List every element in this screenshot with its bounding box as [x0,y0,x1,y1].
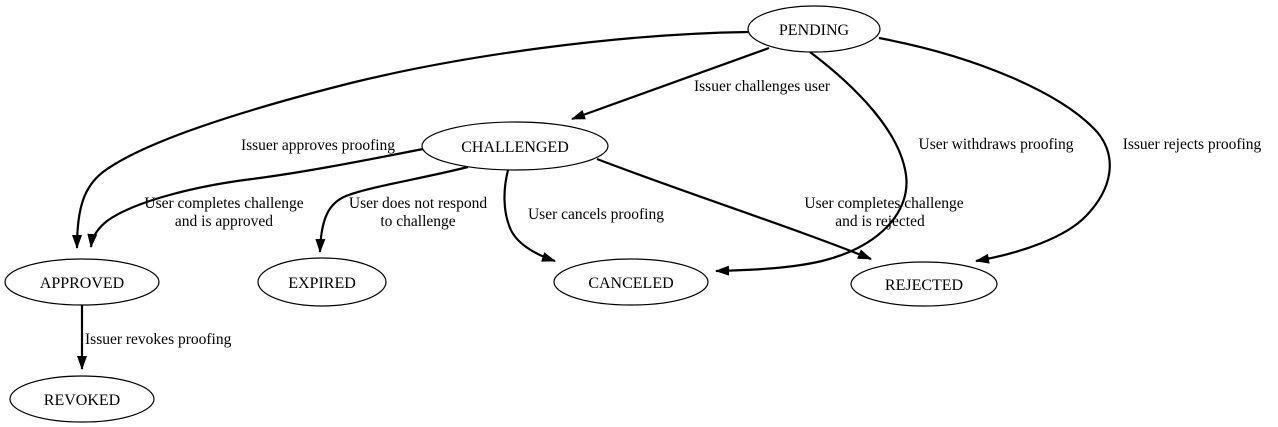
node-revoked: REVOKED [9,375,155,423]
edge-label-user-does-not-respond-line1: User does not respond [349,195,487,212]
edge-label-user-does-not-respond-line2: to challenge [380,213,455,230]
edge-label-user-completes-challenge-approved-line2: and is approved [175,213,273,230]
edge-pending-to-canceled [715,51,908,276]
edge-label-issuer-approves-proofing: Issuer approves proofing [241,137,395,154]
edge-challenged-to-rejected [596,157,872,261]
node-approved-label: APPROVED [40,275,124,292]
edge-label-user-completes-challenge-rejected-line2: and is rejected [835,213,925,230]
node-revoked-ellipse [9,375,155,423]
edge-challenged-to-canceled [503,169,556,263]
node-approved-ellipse [4,258,160,306]
node-rejected-label: REJECTED [885,277,963,294]
node-canceled-label: CANCELED [588,275,673,292]
node-pending-ellipse [747,5,881,53]
node-expired: EXPIRED [257,257,387,307]
node-rejected-ellipse [850,261,998,307]
node-approved: APPROVED [4,258,160,306]
edge-challenged-to-expired [315,165,469,253]
edge-label-user-withdraws-proofing: User withdraws proofing [919,136,1074,153]
edge-label-issuer-revokes-proofing: Issuer revokes proofing [85,331,232,348]
edge-label-user-completes-challenge-approved-line1: User completes challenge [144,195,303,212]
edge-label-issuer-rejects-proofing: Issuer rejects proofing [1123,136,1262,153]
node-canceled: CANCELED [553,258,709,306]
node-pending-label: PENDING [779,22,850,39]
edge-label-issuer-challenges-user: Issuer challenges user [694,78,831,95]
edge-label-user-cancels-proofing: User cancels proofing [528,206,664,223]
node-revoked-label: REVOKED [44,392,120,409]
node-challenged: CHALLENGED [421,121,609,171]
edge-challenged-to-approved [87,147,424,248]
edge-pending-to-challenged [571,46,770,121]
node-canceled-ellipse [553,258,709,306]
node-pending: PENDING [747,5,881,53]
edge-pending-to-rejected [878,36,1111,264]
node-rejected: REJECTED [850,261,998,307]
node-expired-ellipse [257,257,387,307]
node-challenged-label: CHALLENGED [461,139,569,156]
node-expired-label: EXPIRED [288,275,356,292]
node-challenged-ellipse [421,121,609,171]
edge-label-user-completes-challenge-rejected-line1: User completes challenge [804,195,963,212]
edge-pending-to-approved [72,30,749,249]
